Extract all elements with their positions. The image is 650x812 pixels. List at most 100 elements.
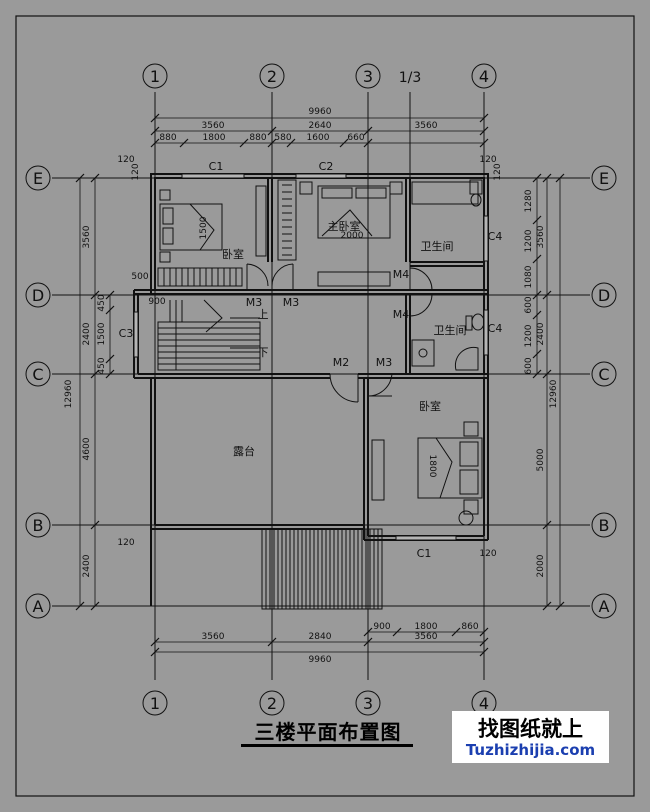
dim-bottom-3: 3560 <box>415 632 438 642</box>
dim-top-2: 2640 <box>309 121 332 131</box>
axis-label-left-d: D <box>32 286 44 305</box>
window-c4-lower <box>483 309 489 356</box>
dim-bottom-total: 9960 <box>309 655 332 665</box>
stairs <box>157 299 261 371</box>
dimension-ticks <box>75 113 565 657</box>
dim-right-2: 2400 <box>536 322 546 345</box>
room-bathroom-2: 卫生间 <box>434 323 467 337</box>
dim-wall-3: 120 <box>131 163 141 180</box>
axis-label-top-3: 3 <box>363 67 373 86</box>
dim-top-1: 3560 <box>202 121 225 131</box>
label-door-m3-lower: M3 <box>376 356 393 369</box>
axis-label-right-b: B <box>599 516 610 535</box>
dim-right-detail-1: 1280 <box>524 189 534 212</box>
axis-label-top-1-3: 1/3 <box>399 70 422 86</box>
axis-label-right-a: A <box>599 597 610 616</box>
dim-left-2: 2400 <box>82 322 92 345</box>
dim-top-total: 9960 <box>309 107 332 117</box>
axis-label-right-d: D <box>598 286 610 305</box>
axis-label-top-4: 4 <box>479 67 489 86</box>
axis-bubbles <box>25 63 617 716</box>
doors <box>246 263 433 403</box>
axis-label-right-e: E <box>599 169 609 188</box>
room-bedroom-2: 卧室 <box>419 399 441 413</box>
dim-right-detail-3: 1080 <box>524 265 534 288</box>
label-window-c4-upper: C4 <box>488 230 503 243</box>
axis-label-bottom-2: 2 <box>267 694 277 713</box>
dimension-texts: 9960 3560 2640 3560 880 1800 880 580 160… <box>64 107 559 665</box>
label-window-c4-lower: C4 <box>488 322 503 335</box>
room-terrace: 露台 <box>233 444 255 458</box>
dim-wall-2: 120 <box>479 155 496 165</box>
sheet-border <box>15 15 635 797</box>
drawing-title-text: 三楼平面布置图 <box>254 720 402 744</box>
dim-left-detail-2: 1500 <box>97 322 107 345</box>
dim-wall-900: 900 <box>148 297 165 307</box>
dim-right-detail-4: 600 <box>524 296 534 313</box>
label-stair-up: 上 <box>258 308 269 321</box>
window-c2-top <box>295 173 347 179</box>
room-labels: 卧室 主卧室 卫生间 卫生间 卧室 露台 <box>222 219 467 458</box>
dim-wall-500: 500 <box>131 272 148 282</box>
axis-label-top-1: 1 <box>150 67 160 86</box>
axis-label-bottom-4: 4 <box>479 694 489 713</box>
dim-wall-1: 120 <box>117 155 134 165</box>
dim-right-total: 12960 <box>549 379 559 408</box>
bed-dim-2: 2000 <box>341 231 364 241</box>
dim-right-1: 3560 <box>536 225 546 248</box>
window-c1-top <box>181 173 245 179</box>
axis-label-left-e: E <box>33 169 43 188</box>
dim-top-detail-3: 880 <box>249 133 266 143</box>
label-window-c1-bottom: C1 <box>417 547 432 560</box>
drawing-title-underline <box>241 744 413 747</box>
dim-right-3: 5000 <box>536 448 546 471</box>
dim-top-detail-5: 1600 <box>307 133 330 143</box>
bed-dimensions: 1500 2000 1800 <box>199 216 437 477</box>
master-bedroom-furniture <box>277 179 403 287</box>
bed-dim-1: 1500 <box>199 216 209 239</box>
axis-label-right-c: C <box>598 365 609 384</box>
axis-label-bottom-1: 1 <box>150 694 160 713</box>
room-master-bedroom: 主卧室 <box>328 219 361 233</box>
label-stair-down: 下 <box>258 346 269 359</box>
window-c4-upper <box>483 215 489 262</box>
brand-name: 找图纸就上 <box>478 717 583 741</box>
dim-wall-6: 120 <box>479 549 496 559</box>
bed-dim-3: 1800 <box>427 455 437 478</box>
axis-labels: 1 2 3 1/3 4 1 2 3 4 E D C B A E D C B A <box>32 67 610 713</box>
windows <box>133 173 489 541</box>
label-door-m3-left: M3 <box>246 296 263 309</box>
room-bathroom-1: 卫生间 <box>421 239 454 253</box>
dim-wall-4: 120 <box>493 163 503 180</box>
terrace-steps <box>261 528 383 610</box>
axis-label-left-c: C <box>32 365 43 384</box>
label-window-c3: C3 <box>119 327 134 340</box>
dim-left-total: 12960 <box>64 379 74 408</box>
walls <box>133 173 489 606</box>
bedroom-1-furniture <box>157 185 267 287</box>
dim-top-detail-2: 1800 <box>203 133 226 143</box>
bedroom-2-furniture <box>371 421 483 526</box>
dim-top-detail-4: 580 <box>274 133 291 143</box>
axis-label-top-2: 2 <box>267 67 277 86</box>
dim-bottom-1: 3560 <box>202 632 225 642</box>
dimension-lines <box>79 117 561 653</box>
dim-right-detail-2: 1200 <box>524 229 534 252</box>
dim-right-detail-6: 600 <box>524 357 534 374</box>
brand-url: Tuzhizhijia.com <box>465 741 596 759</box>
dim-wall-5: 120 <box>117 538 134 548</box>
label-door-m2: M2 <box>333 356 350 369</box>
bathroom-fixtures <box>411 179 485 371</box>
drawing-title: 三楼平面布置图 <box>233 716 423 748</box>
room-bedroom-1: 卧室 <box>222 247 244 261</box>
label-window-c1-top: C1 <box>209 160 224 173</box>
label-door-m3-right: M3 <box>283 296 300 309</box>
dim-bottom-2: 2840 <box>309 632 332 642</box>
dim-right-4: 2000 <box>536 554 546 577</box>
dim-bottom-detail-3: 860 <box>461 622 478 632</box>
dim-bottom-detail-2: 1800 <box>415 622 438 632</box>
dim-left-1: 3560 <box>82 225 92 248</box>
dim-left-3: 4600 <box>82 437 92 460</box>
